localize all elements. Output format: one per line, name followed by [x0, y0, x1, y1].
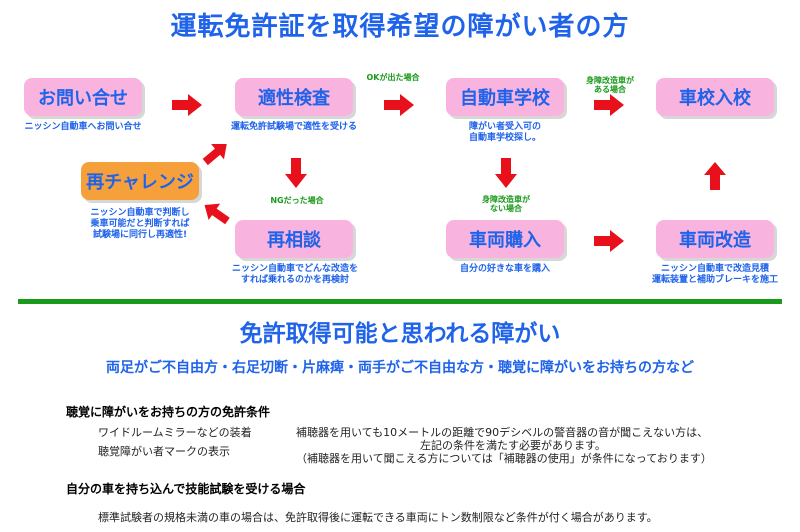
mod-yes-note: 身障改造車が ある場合 [578, 76, 642, 94]
rechallenge-box: 再チャレンジ [81, 162, 199, 200]
mod-yes-note-line: 身障改造車が [586, 76, 634, 85]
own-car-heading: 自分の車を持ち込んで技能試験を受ける場合 [66, 482, 306, 496]
section-divider [18, 299, 782, 304]
school-caption: 障がい者受入可の 自動車学校探し。 [440, 122, 570, 144]
hearing-desc-line: 左記の条件を満たす必要があります。 [420, 439, 606, 452]
ok-note: OKが出た場合 [366, 73, 420, 82]
rechallenge-caption: ニッシン自動車で判断し 乗車可能だと判断すれば 試験場に同行し再適性! [70, 208, 210, 241]
arrow-up-right-icon [202, 144, 227, 166]
mod-yes-note-line: ある場合 [594, 85, 626, 94]
school-label: 自動車学校 [460, 88, 550, 109]
section-subtitle: 両足がご不自由方・右足切断・片麻痺・両手がご不自由な方・聴覚に障がいをお持ちの方… [106, 360, 694, 376]
section-title: 免許取得可能と思われる障がい [239, 321, 561, 347]
arrow-right-icon [384, 94, 414, 116]
reconsult-caption: ニッシン自動車でどんな改造を すれば乗れるのかを再検討 [216, 264, 374, 286]
rechallenge-label: 再チャレンジ [86, 172, 194, 193]
school-entry-label: 車校入校 [679, 88, 751, 109]
inquiry-box: お問い合せ [24, 78, 142, 116]
hearing-desc-line: 補聴器を用いても10メートルの距離で90デシベルの警音器の音が聞こえない方は、 [296, 426, 709, 439]
hearing-desc-line: （補聴器を用いて聞こえる方については「補聴器の使用」が条件になっております） [296, 452, 712, 465]
ng-note: NGだった場合 [270, 196, 324, 205]
modification-label: 車両改造 [679, 230, 751, 251]
reconsult-label: 再相談 [267, 230, 321, 251]
purchase-label: 車両購入 [469, 230, 541, 251]
reconsult-caption-line: すれば乗れるのかを再検討 [240, 275, 349, 285]
inquiry-label: お問い合せ [38, 88, 128, 109]
reconsult-box: 再相談 [235, 220, 353, 258]
rechallenge-caption-line: 乗車可能だと判断すれば [90, 219, 190, 229]
arrow-right-icon [594, 230, 624, 252]
modification-caption-line: ニッシン自動車で改造見積 [660, 264, 769, 274]
aptitude-caption: 運転免許試験場で適性を受ける [230, 122, 357, 132]
school-box: 自動車学校 [446, 78, 564, 116]
modification-caption-line: 運転装置と補助ブレーキを施工 [651, 275, 778, 285]
school-entry-box: 車校入校 [656, 78, 774, 116]
mod-no-note-line: ない場合 [490, 204, 522, 213]
modification-caption: ニッシン自動車で改造見積 運転装置と補助ブレーキを施工 [636, 264, 794, 286]
arrow-down-icon [495, 158, 517, 188]
aptitude-box: 適性検査 [235, 78, 353, 116]
reconsult-caption-line: ニッシン自動車でどんな改造を [231, 264, 358, 274]
own-car-text: 標準試験者の規格未満の車の場合は、免許取得後に運転できる車両にトン数制限など条件… [98, 511, 658, 524]
purchase-box: 車両購入 [446, 220, 564, 258]
hearing-heading: 聴覚に障がいをお持ちの方の免許条件 [66, 405, 271, 419]
arrow-up-icon [704, 162, 726, 190]
inquiry-caption: ニッシン自動車へお問い合せ [24, 122, 142, 132]
school-caption-line: 障がい者受入可の [468, 122, 541, 132]
aptitude-label: 適性検査 [258, 88, 330, 109]
page-title: 運転免許証を取得希望の障がい者の方 [170, 12, 630, 42]
arrow-down-icon [285, 158, 307, 188]
purchase-caption: 自分の好きな車を購入 [459, 264, 550, 274]
mod-no-note: 身障改造車が ない場合 [474, 195, 538, 213]
rechallenge-caption-line: ニッシン自動車で判断し [90, 208, 190, 218]
mod-no-note-line: 身障改造車が [482, 195, 530, 204]
arrow-right-icon [172, 94, 202, 116]
arrow-down-left-icon [204, 203, 230, 225]
hearing-item: 聴覚障がい者マークの表示 [98, 445, 230, 458]
arrow-right-icon [594, 94, 624, 116]
rechallenge-caption-line: 試験場に同行し再適性! [92, 230, 188, 240]
school-caption-line: 自動車学校探し。 [468, 133, 541, 143]
hearing-item: ワイドルームミラーなどの装着 [98, 426, 252, 439]
modification-box: 車両改造 [656, 220, 774, 258]
